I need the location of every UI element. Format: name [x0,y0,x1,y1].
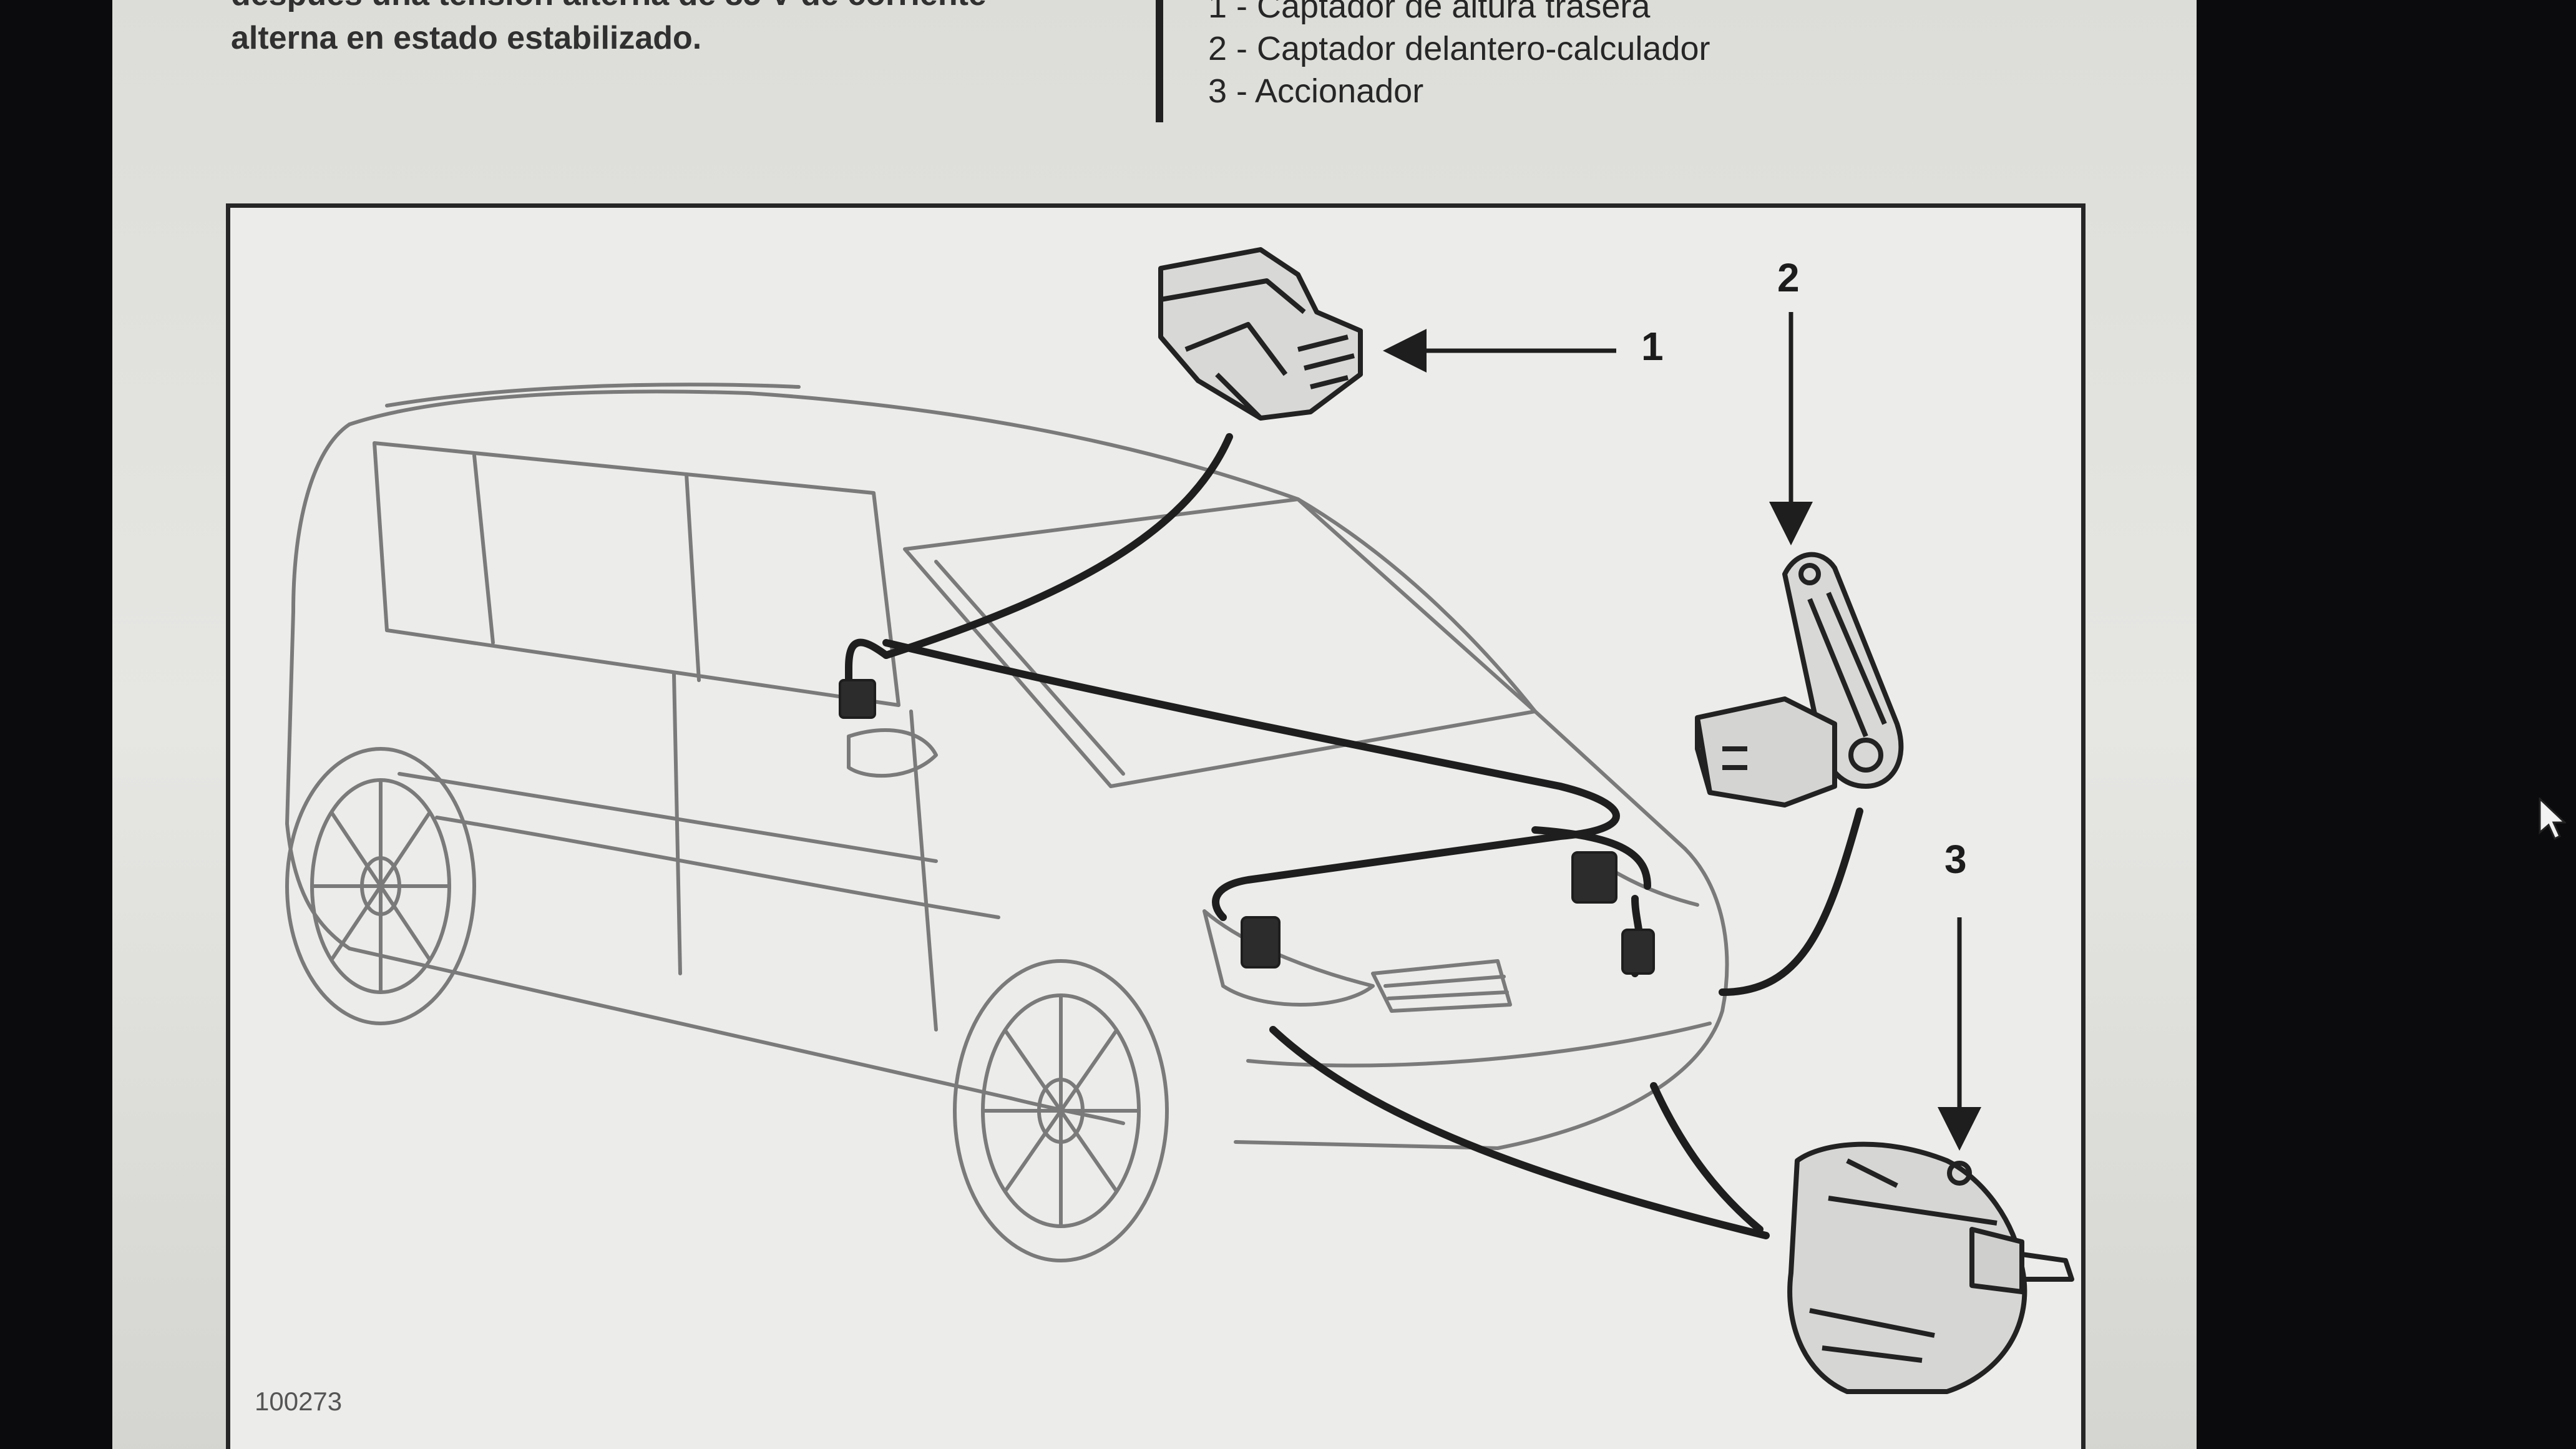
callout-label-1: 1 [1641,324,1664,369]
callout-label-2: 2 [1777,255,1800,300]
wiring-harness [845,433,1863,1239]
diagram-frame [226,203,2086,1449]
legend-item-1: 1 - Captador de altura trasera [1208,0,1651,25]
harness-connectors [839,679,1655,975]
callout-label-3: 3 [1944,837,1967,882]
callout-arrows [1383,312,1981,1151]
intro-paragraph: después una tensión alterna de 85 V de c… [231,0,987,56]
legend-item-3: 3 - Accionador [1208,72,1424,110]
front-sensor-calculator [1695,552,1904,807]
headlight-actuator [1787,1141,2074,1394]
vehicle-outline [285,383,1729,1150]
component-legend: 1 - Captador de altura trasera 2 - Capta… [1208,0,1710,112]
column-divider [1156,0,1163,122]
mouse-pointer-icon [2539,798,2566,841]
figure-reference-code: 100273 [255,1387,343,1416]
rear-height-sensor [1158,247,1363,421]
front-wheel [953,959,1169,1262]
legend-item-2: 2 - Captador delantero-calculador [1208,30,1710,67]
rear-wheel [285,747,476,1025]
